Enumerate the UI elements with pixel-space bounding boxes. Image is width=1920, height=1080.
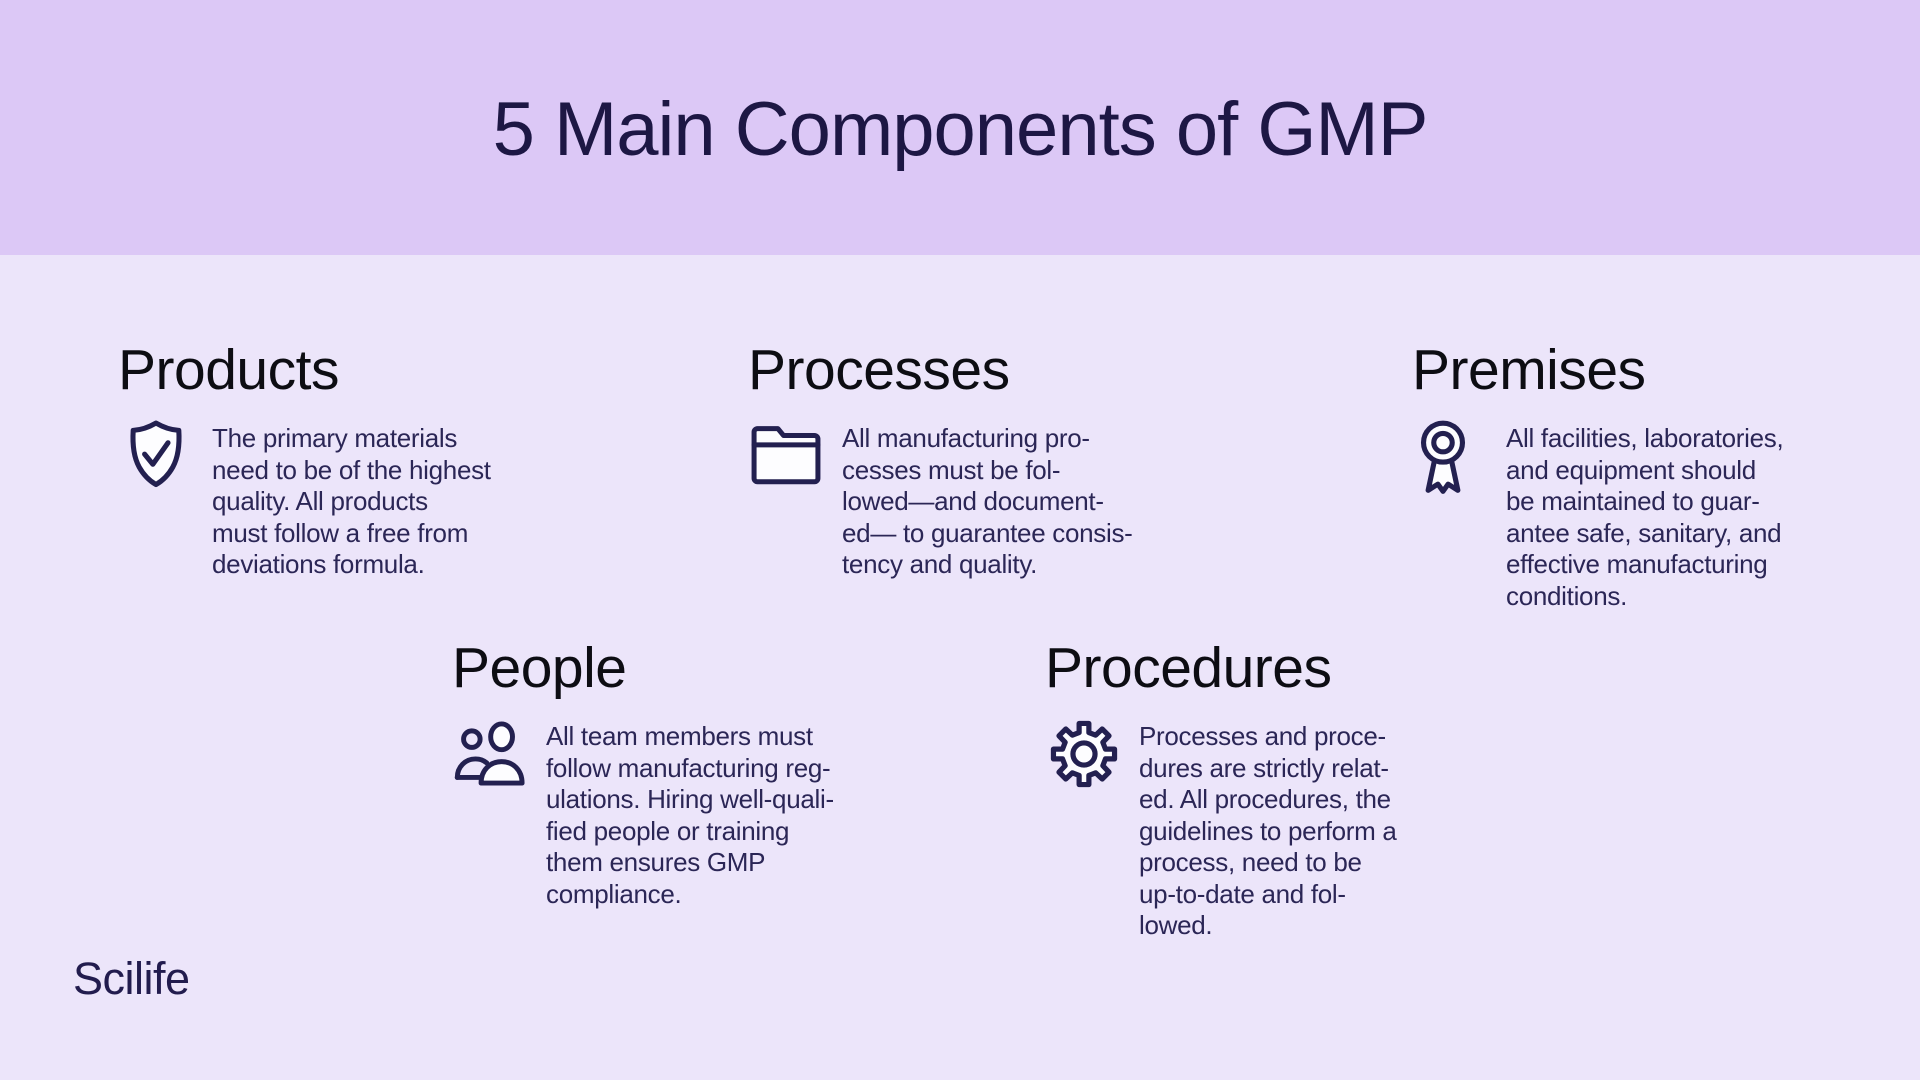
section-procedures-description: Processes and proce- dures are strictly … — [1139, 721, 1397, 940]
section-procedures: Procedures Processes and proce- dures ar… — [1045, 640, 1397, 942]
section-procedures-heading: Procedures — [1045, 636, 1332, 700]
section-processes-heading: Processes — [748, 338, 1010, 402]
scilife-logo: Scilife — [73, 953, 190, 1004]
section-processes-description: All manufacturing pro- cesses must be fo… — [842, 423, 1133, 579]
people-icon — [452, 715, 528, 791]
shield-check-icon — [118, 417, 194, 497]
section-products-body: The primary materials need to be of the … — [118, 415, 491, 581]
header-banner: 5 Main Components of GMP — [0, 0, 1920, 255]
section-people-body: All team members must follow manufacturi… — [452, 713, 834, 910]
section-processes: Processes All manufacturing pro- cesses … — [748, 342, 1133, 581]
folder-icon — [748, 417, 824, 489]
section-premises-body: All facilities, laboratories, and equipm… — [1412, 415, 1784, 612]
section-premises-heading: Premises — [1412, 338, 1646, 402]
section-people-description: All team members must follow manufacturi… — [546, 721, 834, 909]
section-people: People All team members must follow manu… — [452, 640, 834, 910]
section-products-description: The primary materials need to be of the … — [212, 423, 491, 579]
award-ribbon-icon — [1412, 417, 1488, 499]
section-products: Products The primary materials need to b… — [118, 342, 491, 581]
section-premises-description: All facilities, laboratories, and equipm… — [1506, 423, 1784, 611]
page-title: 5 Main Components of GMP — [492, 87, 1429, 172]
section-premises: Premises All facilities, laboratories, a… — [1412, 338, 1784, 612]
section-processes-body: All manufacturing pro- cesses must be fo… — [748, 415, 1133, 581]
section-procedures-body: Processes and proce- dures are strictly … — [1045, 713, 1397, 942]
section-people-heading: People — [452, 636, 627, 700]
gear-icon — [1045, 715, 1121, 793]
section-products-heading: Products — [118, 338, 339, 402]
